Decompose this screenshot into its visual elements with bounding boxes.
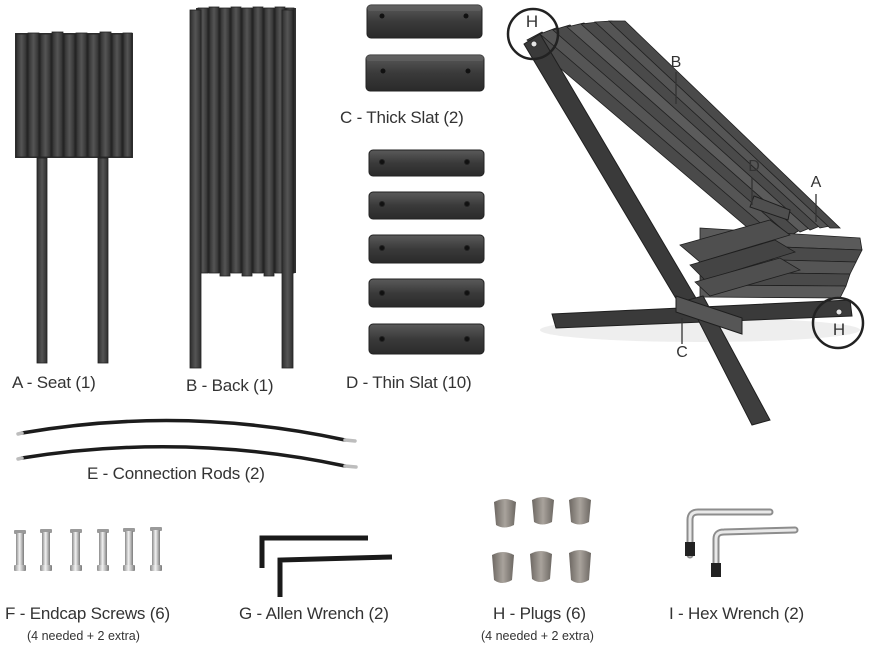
callout-a: A (810, 174, 822, 191)
thin-slat-part-illustration (368, 149, 485, 355)
plugs-note: (4 needed + 2 extra) (481, 629, 594, 643)
connection-rods-caption: E - Connection Rods (2) (87, 464, 265, 483)
endcap-screws-note: (4 needed + 2 extra) (27, 629, 140, 643)
callout-c: C (676, 344, 688, 361)
thin-slat-caption: D - Thin Slat (10) (346, 373, 472, 392)
seat-part-illustration (15, 31, 133, 364)
assembled-chair-illustration (506, 7, 865, 426)
back-caption: B - Back (1) (186, 376, 274, 395)
plugs-illustration (492, 497, 591, 583)
seat-caption: A - Seat (1) (12, 373, 96, 392)
callout-h-top: H (525, 12, 539, 31)
hex-wrench-illustration (685, 508, 799, 577)
callout-d: D (748, 158, 760, 175)
thick-slat-part-illustration (365, 4, 485, 92)
callout-b: B (670, 54, 682, 71)
endcap-screws-illustration (14, 527, 162, 571)
back-part-illustration (189, 6, 296, 369)
connection-rods-illustration (16, 418, 358, 469)
thick-slat-caption: C - Thick Slat (2) (340, 108, 464, 127)
endcap-screws-caption: F - Endcap Screws (6) (5, 604, 170, 623)
callout-h-bottom: H (832, 320, 846, 339)
hex-wrench-caption: I - Hex Wrench (2) (669, 604, 804, 623)
allen-wrench-caption: G - Allen Wrench (2) (239, 604, 389, 623)
allen-wrench-illustration (259, 535, 393, 597)
plugs-caption: H - Plugs (6) (493, 604, 586, 623)
